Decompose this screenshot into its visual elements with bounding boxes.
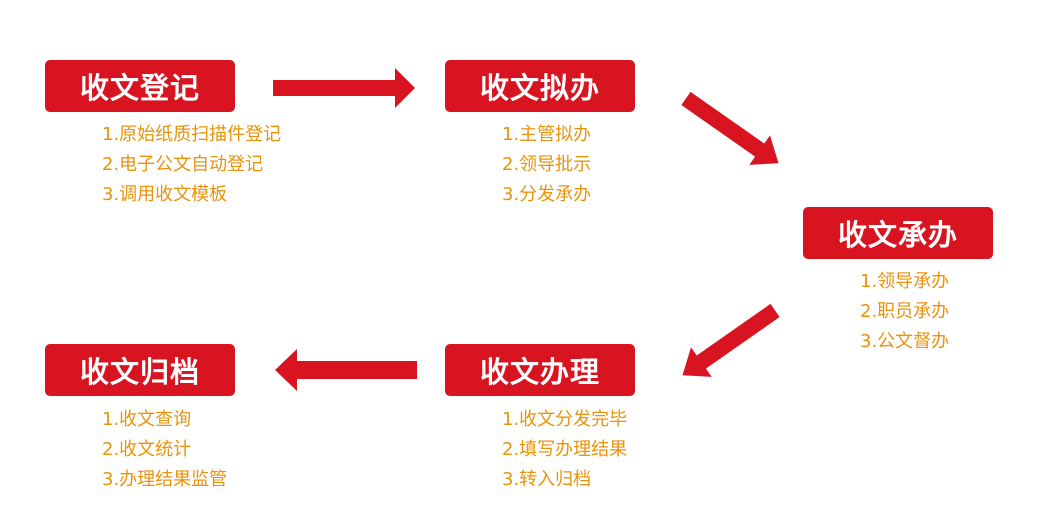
list-item: 1.主管拟办 <box>502 124 592 145</box>
stage-proposal-box: 收文拟办 <box>445 60 635 112</box>
list-item: 2.领导批示 <box>502 154 592 175</box>
list-item: 3.办理结果监管 <box>102 469 228 490</box>
arrow-left-icon <box>275 349 417 391</box>
stage-undertake-box: 收文承办 <box>803 207 993 259</box>
stage-archive-items: 1.收文查询 2.收文统计 3.办理结果监管 <box>102 405 227 495</box>
list-item: 2.填写办理结果 <box>502 439 628 460</box>
stage-proposal-items: 1.主管拟办 2.领导批示 3.分发承办 <box>502 120 591 210</box>
stage-archive-box: 收文归档 <box>45 344 235 396</box>
list-item: 1.原始纸质扫描件登记 <box>102 124 282 145</box>
stage-undertake-items: 1.领导承办 2.职员承办 3.公文督办 <box>860 267 949 357</box>
list-item: 3.调用收文模板 <box>102 184 228 205</box>
list-item: 3.分发承办 <box>502 184 592 205</box>
list-item: 2.收文统计 <box>102 439 192 460</box>
stage-handle-box: 收文办理 <box>445 344 635 396</box>
stage-title: 收文办理 <box>479 355 600 389</box>
arrow-down-left-icon <box>682 303 780 377</box>
arrow-right-icon <box>273 68 415 108</box>
list-item: 1.领导承办 <box>860 271 950 292</box>
stage-title: 收文拟办 <box>479 71 600 105</box>
stage-handle-items: 1.收文分发完毕 2.填写办理结果 3.转入归档 <box>502 405 627 495</box>
stage-register-items: 1.原始纸质扫描件登记 2.电子公文自动登记 3.调用收文模板 <box>102 120 281 210</box>
stage-title: 收文登记 <box>79 71 200 105</box>
stage-title: 收文承办 <box>837 218 958 252</box>
list-item: 1.收文查询 <box>102 409 192 430</box>
list-item: 3.转入归档 <box>502 469 592 490</box>
list-item: 2.电子公文自动登记 <box>102 154 264 175</box>
stage-title: 收文归档 <box>79 355 200 389</box>
stage-register-box: 收文登记 <box>45 60 235 112</box>
list-item: 2.职员承办 <box>860 301 950 322</box>
list-item: 3.公文督办 <box>860 331 950 352</box>
arrow-down-right-icon <box>681 91 779 165</box>
list-item: 1.收文分发完毕 <box>502 409 628 430</box>
